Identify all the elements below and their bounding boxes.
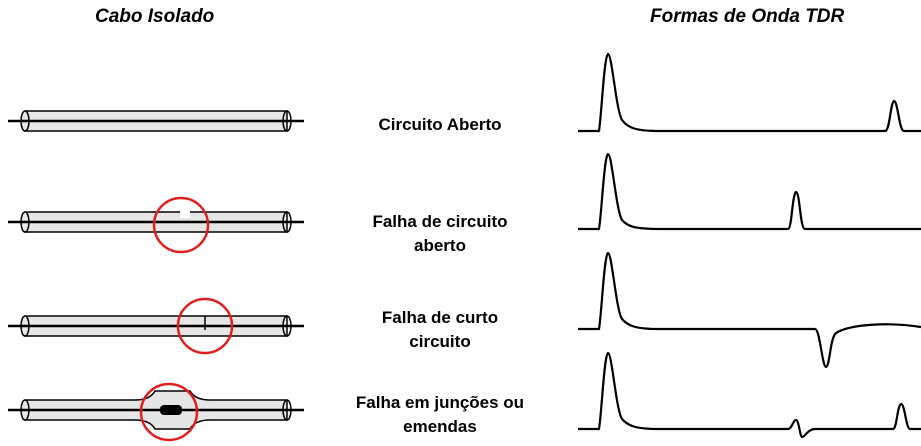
row-label-open-circuit: Circuito Aberto — [315, 113, 565, 137]
cable-short-fault — [8, 315, 304, 337]
label-line: Falha de circuito — [372, 212, 508, 231]
cable-open-fault — [8, 208, 304, 233]
cable-splice-fault — [8, 390, 304, 430]
label-line: emendas — [403, 417, 477, 436]
label-line: Circuito Aberto — [378, 115, 502, 134]
label-line: Falha de curto — [381, 308, 499, 327]
waveform-open-circuit — [578, 52, 921, 133]
label-line: Falha em junções ou — [355, 393, 525, 412]
short-fault-highlight-circle — [176, 297, 234, 355]
waveform-open-fault — [578, 152, 921, 231]
cable-column-title: Cabo Isolado — [95, 6, 215, 27]
waveform-short-fault — [578, 251, 921, 369]
row-label-open-fault: Falha de circuito aberto — [315, 210, 565, 258]
waveform-splice-fault — [578, 351, 921, 439]
cable-open-circuit — [8, 110, 304, 132]
splice-fault-highlight-circle — [139, 382, 199, 442]
open-fault-highlight-circle — [152, 196, 210, 254]
row-label-short-fault: Falha de curto circuito — [315, 306, 565, 354]
label-line: aberto — [414, 236, 466, 255]
row-label-splice-fault: Falha em junções ou emendas — [315, 391, 565, 439]
label-line: circuito — [409, 332, 471, 351]
waveform-column-title: Formas de Onda TDR — [650, 6, 845, 27]
